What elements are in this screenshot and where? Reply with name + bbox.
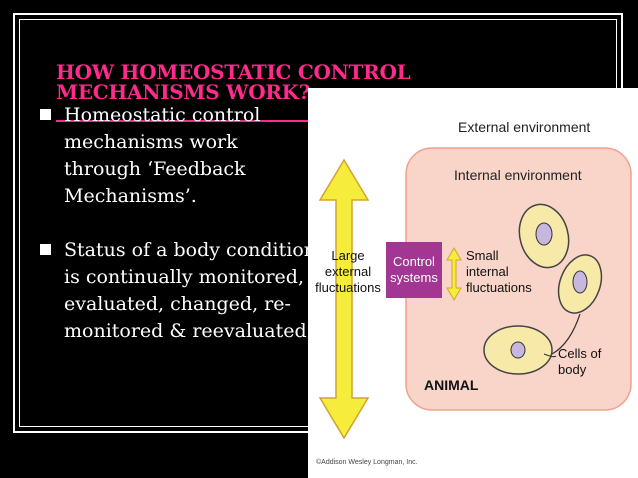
bullet-square-icon xyxy=(40,244,51,255)
small-fluctuations-label-line2: internal xyxy=(466,264,509,279)
bullet-item: Homeostatic control mechanisms work thro… xyxy=(40,102,320,210)
cells-of-body-label-line2: body xyxy=(558,362,587,377)
cells-pointer-line xyxy=(551,313,581,355)
diagram-svg: External environment Internal environmen… xyxy=(315,119,632,466)
external-environment-label: External environment xyxy=(458,119,590,135)
control-systems-box xyxy=(386,242,442,298)
large-fluctuations-label-line1: Large xyxy=(331,248,364,263)
large-fluctuations-label-line3: fluctuations xyxy=(315,280,381,295)
small-fluctuations-label-line3: fluctuations xyxy=(466,280,532,295)
bullet-list: Homeostatic control mechanisms work thro… xyxy=(40,102,320,372)
cells-of-body-label-line1: Cells of xyxy=(558,346,602,361)
homeostasis-diagram: External environment Internal environmen… xyxy=(308,88,638,478)
bullet-text: Homeostatic control mechanisms work thro… xyxy=(64,104,261,207)
bullet-square-icon xyxy=(40,109,51,120)
small-fluctuation-arrow xyxy=(446,247,462,301)
large-fluctuations-label-line2: external xyxy=(325,264,371,279)
small-fluctuations-label-line1: Small xyxy=(466,248,499,263)
internal-environment-label: Internal environment xyxy=(454,167,582,183)
animal-label: ANIMAL xyxy=(424,377,479,393)
body-cell xyxy=(557,254,603,314)
cells-pointer-line xyxy=(543,353,557,358)
large-fluctuation-arrow xyxy=(318,158,370,440)
bullet-text: Status of a body condition is continuall… xyxy=(64,239,317,342)
control-systems-label-line2: systems xyxy=(390,270,438,285)
body-cell xyxy=(483,325,553,375)
copyright-text: ©Addison Wesley Longman, Inc. xyxy=(316,458,418,466)
body-cell xyxy=(518,203,570,269)
control-systems-label-line1: Control xyxy=(393,254,435,269)
title-underline xyxy=(56,120,318,122)
bullet-item: Status of a body condition is continuall… xyxy=(40,237,320,345)
slide-title: HOW HOMEOSTATIC CONTROL MECHANISMS WORK? xyxy=(56,60,411,104)
